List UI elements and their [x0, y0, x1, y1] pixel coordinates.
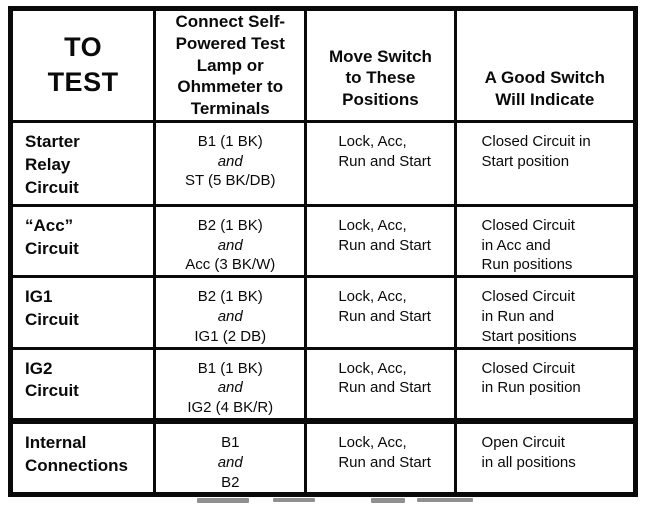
- cell-positions: Lock, Acc, Run and Start: [304, 119, 457, 207]
- header-row: TO TEST Connect Self- Powered Test Lamp …: [8, 7, 638, 123]
- cell-positions: Lock, Acc, Run and Start: [304, 203, 457, 279]
- conjunction: and: [217, 307, 243, 325]
- cell-indication: Closed Circuit in Run position: [453, 346, 638, 423]
- cell-circuit-name: “Acc” Circuit: [8, 203, 157, 279]
- cell-circuit-name: Starter Relay Circuit: [8, 119, 157, 207]
- terminal-b: ST (5 BK/DB): [184, 172, 276, 190]
- conjunction: and: [217, 379, 243, 397]
- cell-terminals: B2 (1 BK) and IG1 (2 DB): [153, 275, 308, 350]
- header-to-test: TO TEST: [8, 7, 157, 123]
- cropped-caption-fragment: [417, 498, 473, 502]
- conjunction: and: [217, 236, 243, 254]
- cell-terminals: B1 (1 BK) and ST (5 BK/DB): [153, 119, 308, 207]
- conjunction: and: [217, 152, 243, 170]
- table-row-ig1: IG1 Circuit B2 (1 BK) and IG1 (2 DB) Loc…: [8, 275, 638, 350]
- cell-positions: Lock, Acc, Run and Start: [304, 417, 457, 497]
- cell-indication: Closed Circuit in Acc and Run positions: [453, 203, 638, 279]
- cropped-caption-fragment: [371, 498, 405, 503]
- table-row-starter-relay: Starter Relay Circuit B1 (1 BK) and ST (…: [8, 119, 638, 207]
- cropped-caption-fragment: [197, 498, 249, 503]
- cell-positions: Lock, Acc, Run and Start: [304, 275, 457, 350]
- cell-indication: Closed Circuit in Run and Start position…: [453, 275, 638, 350]
- header-to-test-label: TO TEST: [47, 32, 119, 98]
- cell-terminals: B1 (1 BK) and IG2 (4 BK/R): [153, 346, 308, 423]
- terminal-b: IG2 (4 BK/R): [187, 399, 274, 417]
- table-row-ig2: IG2 Circuit B1 (1 BK) and IG2 (4 BK/R) L…: [8, 346, 638, 423]
- cell-terminals: B2 (1 BK) and Acc (3 BK/W): [153, 203, 308, 279]
- header-switch-positions-label: Move Switch to These Positions: [328, 46, 432, 110]
- terminal-a: B1 (1 BK): [197, 359, 263, 377]
- cell-indication: Closed Circuit in Start position: [453, 119, 638, 207]
- cropped-caption-fragment: [273, 498, 315, 502]
- terminal-b: IG1 (2 DB): [194, 327, 267, 345]
- terminal-a: B1 (1 BK): [197, 132, 263, 150]
- header-good-switch: A Good Switch Will Indicate: [453, 7, 638, 123]
- cell-circuit-name: IG1 Circuit: [8, 275, 157, 350]
- conjunction: and: [217, 453, 243, 471]
- terminal-b: Acc (3 BK/W): [185, 256, 276, 274]
- terminal-b: B2: [221, 473, 240, 491]
- cell-circuit-name: IG2 Circuit: [8, 346, 157, 423]
- terminal-a: B2 (1 BK): [197, 216, 263, 234]
- ignition-switch-test-table: TO TEST Connect Self- Powered Test Lamp …: [8, 6, 638, 498]
- cell-circuit-name: Internal Connections: [8, 417, 157, 497]
- terminal-a: B1: [221, 433, 240, 451]
- cell-terminals: B1 and B2: [153, 417, 308, 497]
- cropped-caption: [185, 498, 495, 506]
- table-row-internal-connections: Internal Connections B1 and B2 Lock, Acc…: [8, 417, 638, 497]
- header-switch-positions: Move Switch to These Positions: [304, 7, 457, 123]
- header-connect-terminals: Connect Self- Powered Test Lamp or Ohmme…: [153, 7, 308, 123]
- terminal-a: B2 (1 BK): [197, 288, 263, 306]
- cell-positions: Lock, Acc, Run and Start: [304, 346, 457, 423]
- table-row-acc: “Acc” Circuit B2 (1 BK) and Acc (3 BK/W)…: [8, 203, 638, 279]
- header-good-switch-label: A Good Switch Will Indicate: [484, 68, 605, 109]
- header-connect-terminals-label: Connect Self- Powered Test Lamp or Ohmme…: [175, 12, 286, 118]
- cell-indication: Open Circuit in all positions: [453, 417, 638, 497]
